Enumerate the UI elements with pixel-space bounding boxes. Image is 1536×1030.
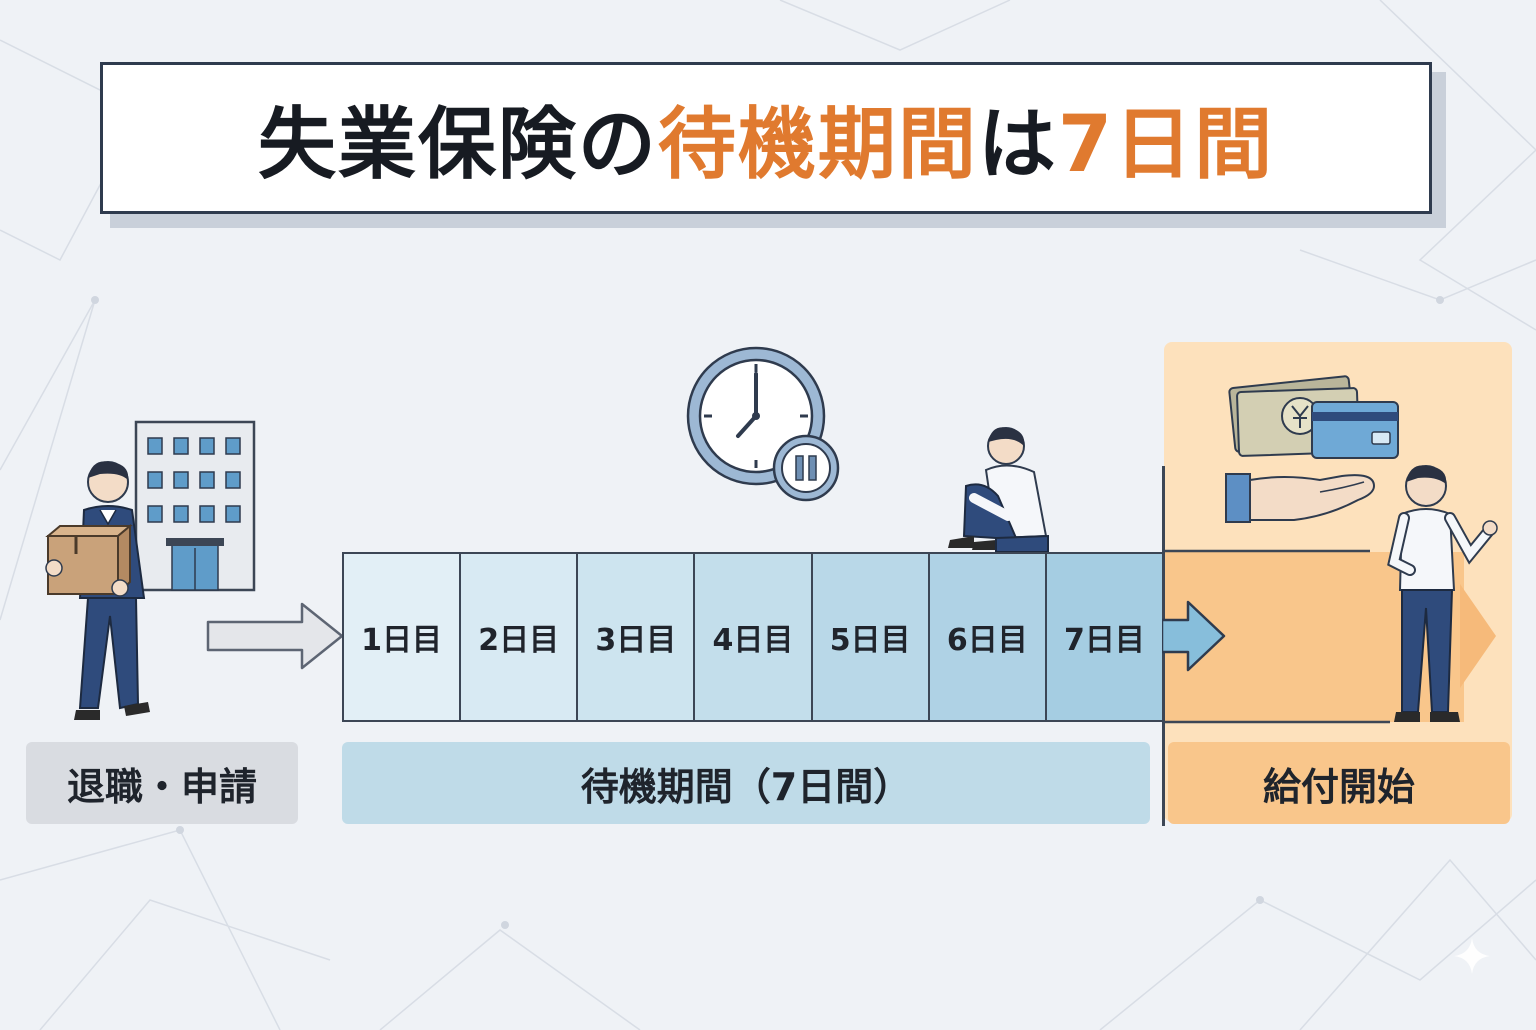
day-cell: 5日目 <box>812 554 930 720</box>
label-waiting-period: 待機期間（7日間） <box>342 742 1150 824</box>
benefit-chevron-icon <box>1460 584 1496 688</box>
day-cell: 3日目 <box>578 554 696 720</box>
title-part-3: は <box>977 100 1058 190</box>
label-benefit-start: 給付開始 <box>1168 742 1510 824</box>
title-box: 失業保険の待機期間は7日間 <box>100 62 1432 214</box>
open-hand-icon <box>1225 473 1376 523</box>
day-cell: 7日目 <box>1046 554 1162 720</box>
office-building-icon <box>134 420 256 592</box>
day-cell: 1日目 <box>344 554 462 720</box>
title-part-1: 失業保険の <box>257 100 658 190</box>
pause-icon <box>772 434 840 502</box>
sitting-person-icon <box>948 427 1049 553</box>
day-cell: 2日目 <box>461 554 579 720</box>
day-cell: 6日目 <box>929 554 1047 720</box>
title-part-2: 待機期間 <box>657 100 978 190</box>
sparkle-icon <box>1454 938 1490 974</box>
page-title: 失業保険の待機期間は7日間 <box>258 82 1274 194</box>
cash-and-card-icon <box>1228 375 1399 459</box>
day-cell: 4日目 <box>695 554 813 720</box>
title-part-4: 7日間 <box>1057 100 1275 190</box>
arrow-right-icon <box>206 602 344 670</box>
arrow-to-benefit-icon <box>1162 600 1226 672</box>
label-retire-apply: 退職・申請 <box>26 742 298 824</box>
benefit-guide-lines <box>1164 549 1390 724</box>
cheering-person-icon <box>1387 465 1498 722</box>
person-carrying-box-icon <box>45 461 150 720</box>
waiting-period-days: 1日目 2日目 3日目 4日目 5日目 6日目 7日目 <box>342 552 1164 722</box>
